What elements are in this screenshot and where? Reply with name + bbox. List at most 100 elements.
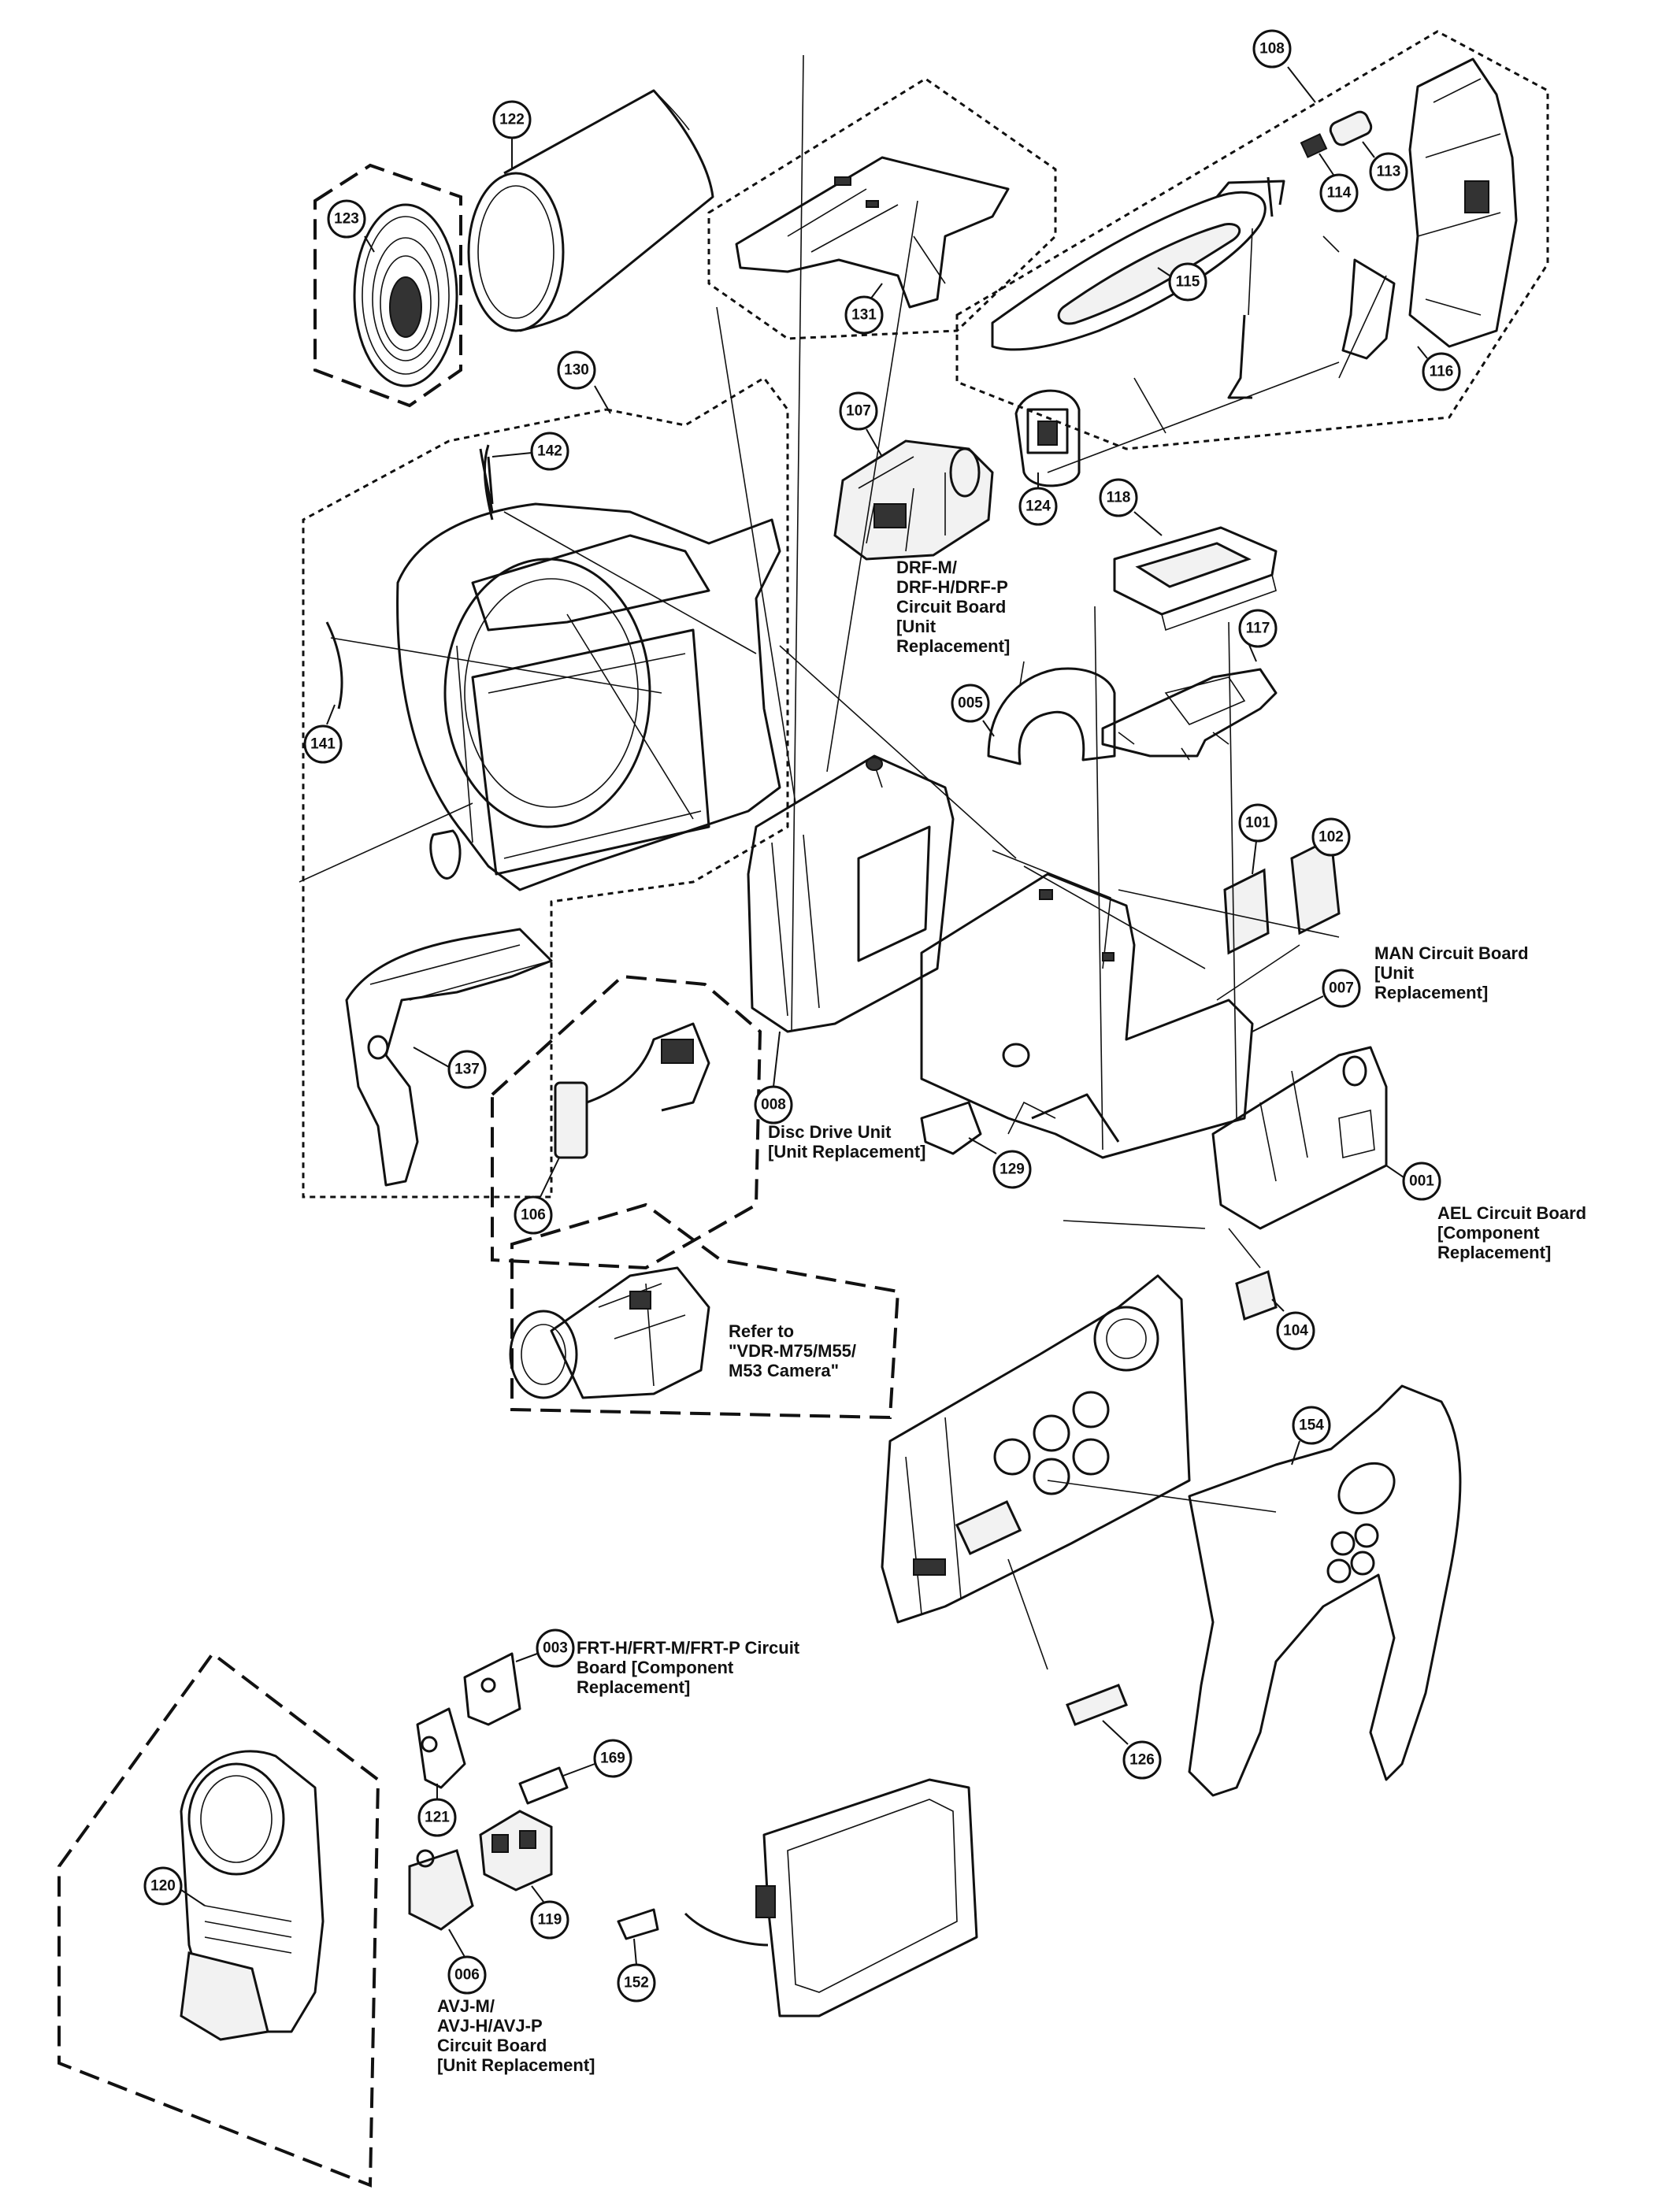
camera-module — [509, 1266, 710, 1399]
bracket-121 — [416, 1707, 466, 1789]
clip-152 — [617, 1908, 659, 1940]
note-man: MAN Circuit Board [Unit Replacement] — [1374, 943, 1534, 1002]
callout-114-label: 114 — [1327, 185, 1352, 202]
callout-001: 001 — [1385, 1162, 1441, 1201]
chassis-frame — [920, 850, 1254, 1159]
group-130-outline — [302, 376, 789, 1199]
side-housing-116 — [1322, 57, 1518, 379]
callout-129-label: 129 — [1000, 1162, 1025, 1178]
callout-101: 101 — [1238, 803, 1278, 875]
callout-116-label: 116 — [1430, 364, 1454, 380]
group-120-outline — [57, 1651, 380, 2188]
assembly-lines — [299, 54, 1340, 1670]
callout-007: 007 — [1252, 969, 1361, 1032]
callout-126: 126 — [1102, 1720, 1162, 1780]
callout-129: 129 — [968, 1137, 1032, 1189]
note-drf: DRF-M/ DRF-H/DRF-P Circuit Board [Unit R… — [896, 558, 1012, 656]
callout-106: 106 — [514, 1157, 560, 1235]
front-cover-120 — [180, 1750, 325, 2041]
connector-126 — [1066, 1684, 1128, 1726]
avj-board-006 — [408, 1849, 474, 1931]
callout-101-label: 101 — [1245, 815, 1270, 832]
callout-102-label: 102 — [1319, 829, 1344, 846]
callout-130: 130 — [557, 350, 611, 414]
callout-121-label: 121 — [425, 1810, 450, 1826]
callout-006-label: 006 — [454, 1967, 480, 1984]
callout-005-label: 005 — [958, 695, 983, 712]
group-123-outline — [313, 163, 462, 408]
callout-120: 120 — [143, 1866, 206, 1906]
callout-008-label: 008 — [761, 1097, 786, 1113]
disc-drive-008 — [747, 754, 955, 1033]
callout-141: 141 — [303, 704, 343, 764]
callout-126-label: 126 — [1129, 1752, 1155, 1769]
callout-115: 115 — [1157, 262, 1207, 302]
callout-001-label: 001 — [1409, 1173, 1434, 1190]
callout-116: 116 — [1417, 346, 1461, 391]
grip-cover-154 — [1188, 1384, 1462, 1797]
flex-cable-005 — [987, 667, 1116, 765]
callout-118: 118 — [1099, 478, 1163, 536]
bracket-117 — [1101, 668, 1278, 761]
callout-117-label: 117 — [1246, 621, 1270, 637]
small-parts-113-114 — [1227, 110, 1373, 399]
group-106-outline — [491, 974, 762, 1270]
callout-152: 152 — [617, 1938, 656, 2003]
callout-115-label: 115 — [1176, 274, 1200, 291]
notes: DRF-M/ DRF-H/DRF-P Circuit Board [Unit R… — [437, 558, 1591, 2075]
small-boards-101-102 — [1223, 836, 1341, 955]
callout-113: 113 — [1362, 141, 1408, 191]
callout-122: 122 — [492, 100, 532, 169]
group-camera-outline — [510, 1202, 900, 1420]
frt-board-003 — [463, 1652, 521, 1726]
callout-117: 117 — [1238, 609, 1278, 662]
callout-005: 005 — [951, 684, 995, 737]
side-cover-137 — [345, 928, 553, 1187]
callout-120-label: 120 — [150, 1878, 176, 1895]
callout-123: 123 — [327, 199, 375, 253]
viewfinder-107 — [833, 439, 994, 561]
group-outlines — [57, 30, 1549, 2188]
callout-104-label: 104 — [1283, 1323, 1308, 1339]
callout-131-label: 131 — [851, 307, 877, 324]
callout-119: 119 — [530, 1885, 569, 1940]
connector-106 — [554, 1022, 710, 1159]
cover-118 — [1113, 526, 1278, 632]
callout-107: 107 — [839, 391, 883, 458]
note-ael: AEL Circuit Board [Component Replacement… — [1437, 1203, 1591, 1262]
callout-122-label: 122 — [499, 112, 525, 128]
callout-003: 003 — [515, 1628, 575, 1668]
callout-124: 124 — [1018, 472, 1058, 526]
lens-ring-123 — [353, 203, 458, 387]
callout-102: 102 — [1311, 817, 1351, 857]
jack-block-119 — [479, 1810, 553, 1892]
note-frt: FRT-H/FRT-M/FRT-P Circuit Board [Compone… — [577, 1638, 804, 1697]
callouts: 108 122 123 113 114 115 — [143, 29, 1461, 2003]
group-108-outline — [955, 30, 1549, 450]
callout-169: 169 — [562, 1739, 632, 1778]
callout-123-label: 123 — [334, 211, 359, 228]
note-avj: AVJ-M/ AVJ-H/AVJ-P Circuit Board [Unit R… — [437, 1996, 595, 2075]
note-refer: Refer to "VDR-M75/M55/ M53 Camera" — [729, 1321, 861, 1380]
callout-006: 006 — [447, 1929, 487, 1995]
part-shapes — [180, 54, 1518, 2041]
chip-104 — [1235, 1269, 1278, 1321]
circuit-board-001 — [1211, 1046, 1388, 1230]
callout-118-label: 118 — [1107, 490, 1131, 506]
main-frame-130 — [396, 448, 781, 891]
callout-154: 154 — [1291, 1406, 1331, 1465]
callout-154-label: 154 — [1299, 1417, 1324, 1434]
wires-141-142 — [325, 444, 494, 710]
callout-104: 104 — [1271, 1299, 1315, 1351]
callout-114: 114 — [1319, 153, 1359, 213]
callout-108-label: 108 — [1259, 41, 1285, 57]
callout-141-label: 141 — [310, 736, 336, 753]
callout-124-label: 124 — [1026, 498, 1051, 515]
lcd-monitor — [684, 1778, 978, 2017]
callout-130-label: 130 — [564, 362, 589, 379]
callout-008: 008 — [754, 1031, 793, 1125]
group-131-outline — [707, 77, 1057, 340]
note-disc: Disc Drive Unit [Unit Replacement] — [768, 1122, 925, 1162]
callout-142: 142 — [491, 432, 569, 471]
